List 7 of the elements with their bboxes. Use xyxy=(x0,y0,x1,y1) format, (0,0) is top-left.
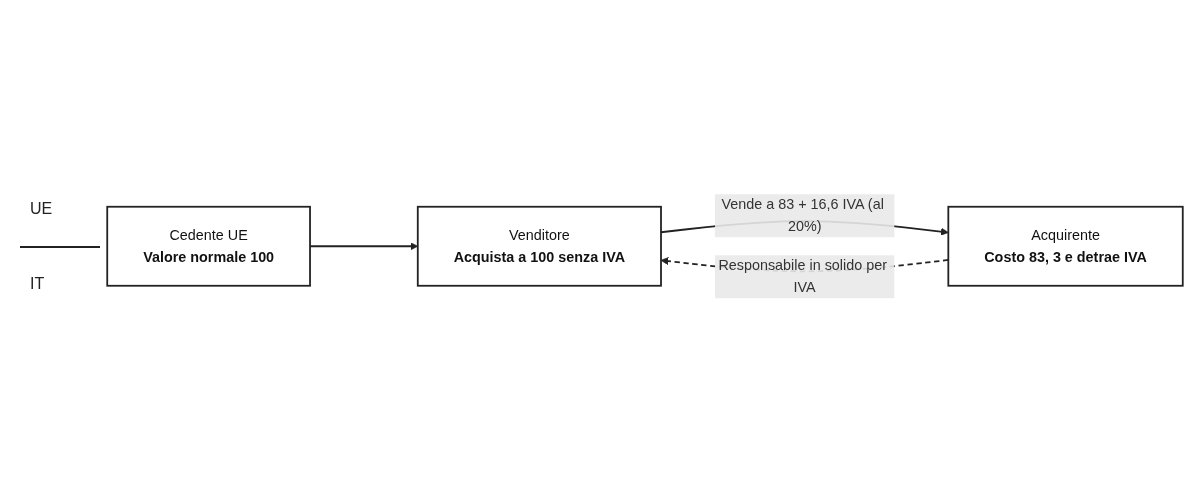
edge-label: Responsabile in solido per IVA xyxy=(718,258,887,295)
region-label: IT xyxy=(30,275,45,293)
edge-label: Vende a 83 + 16,6 IVA (al 20%) xyxy=(721,197,884,234)
node-box: Venditore Acquista a 100 senza IVA xyxy=(416,206,662,287)
node-box: Acquirente Costo 83, 3 e detrae IVA xyxy=(947,206,1184,287)
region-label: UE xyxy=(30,200,53,218)
node-box: Cedente UE Valore normale 100 xyxy=(106,206,311,287)
